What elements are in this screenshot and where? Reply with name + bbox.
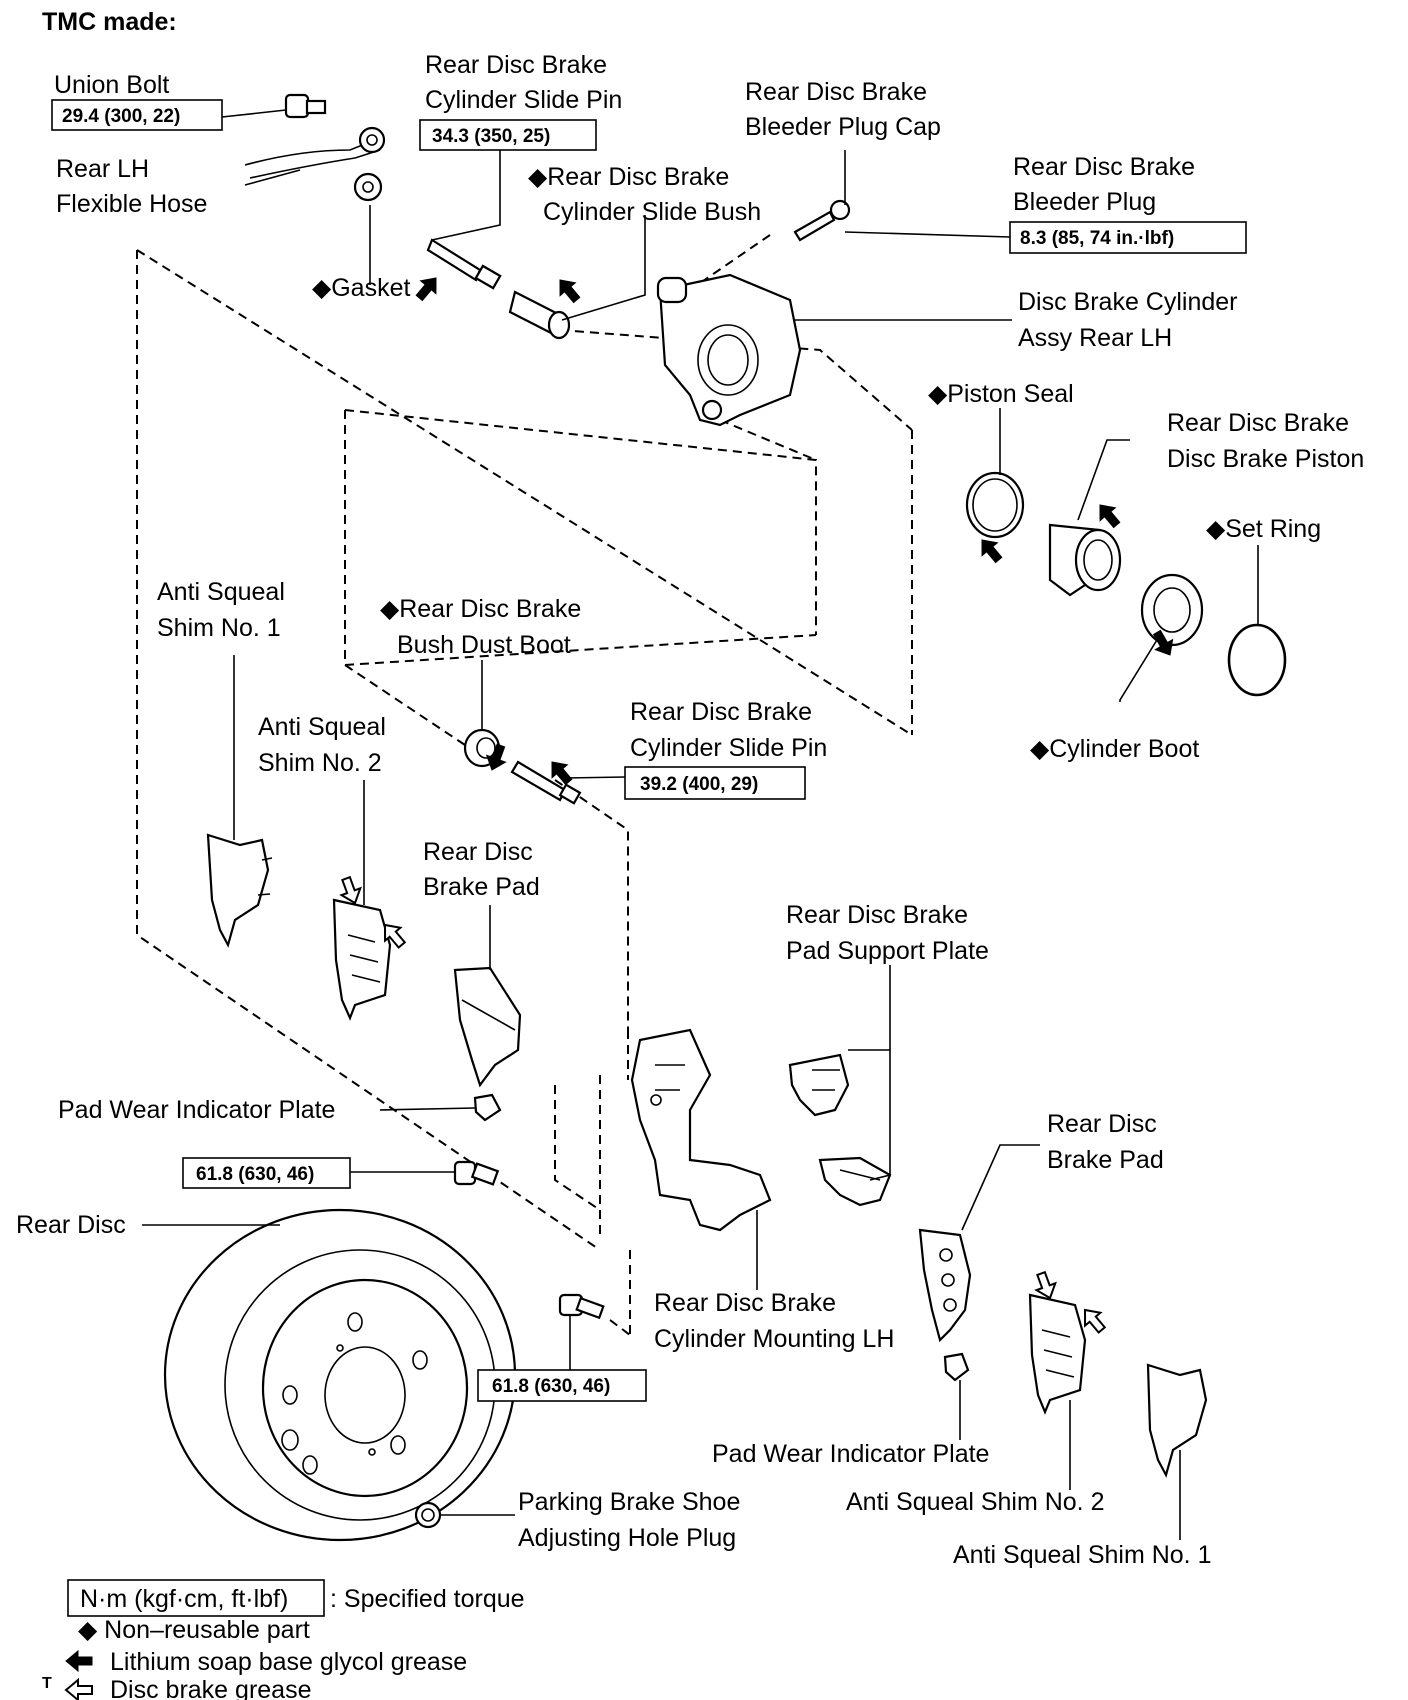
label-rear-disc: Rear Disc [16, 1211, 126, 1239]
union-bolt-part [284, 93, 327, 119]
label-wear-plate-left: Pad Wear Indicator Plate [58, 1096, 335, 1124]
label-dust-boot-2: Bush Dust Boot [397, 631, 571, 659]
shim1-right-part [1146, 1363, 1208, 1478]
label-piston-2: Disc Brake Piston [1167, 445, 1364, 473]
cylinder-boot-part [1140, 573, 1204, 647]
svg-text:29.4 (300, 22): 29.4 (300, 22) [62, 106, 180, 127]
legend-non-reusable: ◆ Non–reusable part [78, 1616, 310, 1644]
mount-bolt-lower-part [558, 1293, 605, 1320]
label-bleeder-plug-1: Rear Disc Brake [1013, 153, 1195, 181]
legend-disc-grease: Disc brake grease [110, 1676, 311, 1700]
svg-text:34.3 (350, 25): 34.3 (350, 25) [432, 126, 550, 147]
wear-plate-right-part [943, 1352, 970, 1382]
label-piston-seal: ◆Piston Seal [928, 380, 1074, 408]
support-plate-lower-part [818, 1156, 892, 1207]
legend: N·m (kgf·cm, ft·lbf) : Specified torque … [42, 1579, 525, 1700]
label-set-ring: ◆Set Ring [1206, 515, 1321, 543]
torque-bleeder-plug: 8.3 (85, 74 in.·lbf) [1009, 221, 1247, 254]
label-piston-1: Rear Disc Brake [1167, 409, 1349, 437]
label-shim1-left-1: Anti Squeal [157, 578, 285, 606]
label-park-plug-2: Adjusting Hole Plug [518, 1524, 736, 1552]
label-bleeder-cap-2: Bleeder Plug Cap [745, 113, 941, 141]
support-plate-upper-part [788, 1053, 850, 1117]
torque-union-bolt: 29.4 (300, 22) [51, 99, 223, 131]
shim2-right-part [1028, 1293, 1087, 1415]
part-labels: Union Bolt Rear Disc Brake Cylinder Slid… [16, 51, 1364, 1569]
leader-lines [142, 109, 1259, 1540]
label-slide-pin-top-1: Rear Disc Brake [425, 51, 607, 79]
piston-part [1048, 523, 1122, 597]
label-slide-bush-2: Cylinder Slide Bush [543, 198, 761, 226]
bleeder-plug-part [793, 199, 851, 242]
set-ring-part [1227, 623, 1287, 697]
wear-plate-left-part [473, 1093, 502, 1122]
svg-text:39.2 (400, 29): 39.2 (400, 29) [640, 774, 758, 795]
pad-right-part [918, 1228, 972, 1343]
svg-text:61.8 (630, 46): 61.8 (630, 46) [492, 1376, 610, 1397]
label-union-bolt: Union Bolt [54, 71, 169, 99]
label-gasket: ◆Gasket [312, 274, 410, 302]
label-mounting-1: Rear Disc Brake [654, 1289, 836, 1317]
assembly-outlines [136, 234, 913, 1511]
label-wear-plate-right: Pad Wear Indicator Plate [712, 1440, 989, 1468]
label-cyl-assy-2: Assy Rear LH [1018, 324, 1172, 352]
svg-text:8.3 (85, 74 in.·lbf): 8.3 (85, 74 in.·lbf) [1020, 228, 1174, 249]
shim1-left-part [206, 833, 273, 948]
label-shim2-left-1: Anti Squeal [258, 713, 386, 741]
torque-slide-pin-top: 34.3 (350, 25) [419, 119, 597, 151]
label-slide-pin-mid-2: Cylinder Slide Pin [630, 734, 827, 762]
label-cyl-assy-1: Disc Brake Cylinder [1018, 288, 1238, 316]
slide-bush-part [508, 290, 571, 340]
shim2-left-part [332, 898, 392, 1021]
legend-lithium: Lithium soap base glycol grease [110, 1648, 467, 1676]
label-support-plate-1: Rear Disc Brake [786, 901, 968, 929]
label-slide-bush-1: ◆Rear Disc Brake [528, 163, 729, 191]
legend-torque-box: N·m (kgf·cm, ft·lbf) [80, 1585, 288, 1613]
label-park-plug-1: Parking Brake Shoe [518, 1488, 740, 1516]
label-flex-hose-1: Rear LH [56, 155, 149, 183]
diagram-title: TMC made: [42, 8, 177, 36]
caliper-part [656, 273, 802, 427]
label-shim2-left-2: Shim No. 2 [258, 749, 382, 777]
label-flex-hose-2: Flexible Hose [56, 190, 207, 218]
slide-pin-top-part [426, 238, 502, 290]
label-support-plate-2: Pad Support Plate [786, 937, 989, 965]
rear-disc-part [163, 1208, 517, 1542]
legend-solid-arrow-icon [65, 1650, 93, 1672]
label-pad-left-1: Rear Disc [423, 838, 533, 866]
label-cyl-boot: ◆Cylinder Boot [1030, 735, 1199, 763]
label-dust-boot-1: ◆Rear Disc Brake [380, 595, 581, 623]
mounting-bracket-part [630, 1028, 772, 1232]
label-shim2-right: Anti Squeal Shim No. 2 [846, 1488, 1104, 1516]
label-shim1-right: Anti Squeal Shim No. 1 [953, 1541, 1211, 1569]
torque-mount-bolt-lower: 61.8 (630, 46) [477, 1369, 647, 1402]
label-slide-pin-top-2: Cylinder Slide Pin [425, 86, 622, 114]
label-bleeder-cap-1: Rear Disc Brake [745, 78, 927, 106]
svg-text:61.8 (630, 46): 61.8 (630, 46) [196, 1164, 314, 1185]
slide-pin-mid-part [510, 760, 582, 805]
gasket-part [353, 172, 383, 202]
label-mounting-2: Cylinder Mounting LH [654, 1325, 894, 1353]
legend-torque-text: : Specified torque [330, 1585, 525, 1613]
parking-plug-part [414, 1501, 442, 1529]
torque-mount-bolt-upper: 61.8 (630, 46) [182, 1157, 351, 1189]
label-shim1-left-2: Shim No. 1 [157, 614, 281, 642]
label-pad-right-1: Rear Disc [1047, 1110, 1157, 1138]
piston-seal-part [965, 471, 1025, 539]
label-pad-right-2: Brake Pad [1047, 1146, 1164, 1174]
legend-corner-mark: T [42, 1675, 52, 1692]
label-pad-left-2: Brake Pad [423, 873, 540, 901]
mount-bolt-upper-part [453, 1160, 500, 1186]
pad-left-part [453, 966, 522, 1088]
legend-hollow-arrow-icon [65, 1679, 93, 1700]
torque-slide-pin-mid: 39.2 (400, 29) [624, 766, 806, 800]
label-slide-pin-mid-1: Rear Disc Brake [630, 698, 812, 726]
label-bleeder-plug-2: Bleeder Plug [1013, 188, 1156, 216]
flexible-hose-part [244, 126, 386, 179]
